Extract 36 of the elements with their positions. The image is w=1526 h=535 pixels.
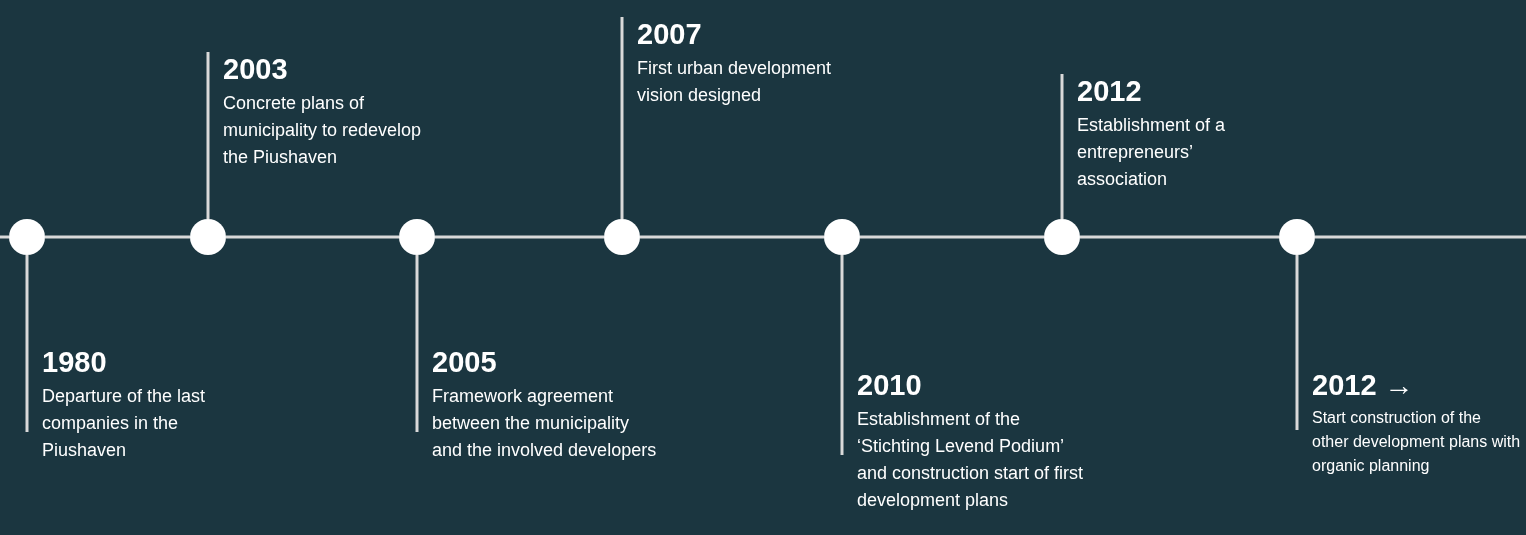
timeline-dot xyxy=(1279,219,1315,255)
milestone-description: First urban development vision designed xyxy=(637,57,833,107)
timeline-line xyxy=(435,235,604,239)
milestone-description: Departure of the last companies in the Piushaven xyxy=(42,385,207,462)
milestone-description: Establishment of a entrepreneurs’ association xyxy=(1077,114,1227,191)
leader-line xyxy=(415,255,419,432)
leader-line xyxy=(25,255,29,432)
milestone-description: Start construction of the other development plans with organic planning xyxy=(1312,408,1521,476)
year-label: 1980 xyxy=(42,345,108,379)
leader-line xyxy=(840,255,844,455)
leader-line xyxy=(206,52,210,219)
timeline-line xyxy=(226,235,399,239)
leader-line xyxy=(620,17,624,219)
timeline-line xyxy=(1080,235,1279,239)
year-label: 2012 → xyxy=(1312,368,1415,402)
timeline-line xyxy=(860,235,1044,239)
year-label: 2012 xyxy=(1077,74,1143,108)
timeline-line xyxy=(45,235,190,239)
timeline-line xyxy=(0,235,9,239)
timeline-line xyxy=(1315,235,1526,239)
year-label: 2010 xyxy=(857,368,923,402)
timeline-dot xyxy=(824,219,860,255)
timeline-dot xyxy=(190,219,226,255)
milestone-description: Establishment of the ‘Stichting Levend Podium’ and construction start of first development plans xyxy=(857,408,1085,512)
year-label: 2005 xyxy=(432,345,498,379)
timeline-dot xyxy=(1044,219,1080,255)
timeline-dot xyxy=(604,219,640,255)
year-label: 2007 xyxy=(637,17,703,51)
milestone-description: Concrete plans of municipality to redevelop the Piushaven xyxy=(223,92,423,169)
leader-line xyxy=(1060,74,1064,219)
timeline-dot xyxy=(9,219,45,255)
leader-line xyxy=(1295,255,1299,430)
timeline-line xyxy=(640,235,824,239)
milestone-description: Framework agreement between the municipality and the involved developers xyxy=(432,385,658,462)
year-label: 2003 xyxy=(223,52,289,86)
timeline-dot xyxy=(399,219,435,255)
